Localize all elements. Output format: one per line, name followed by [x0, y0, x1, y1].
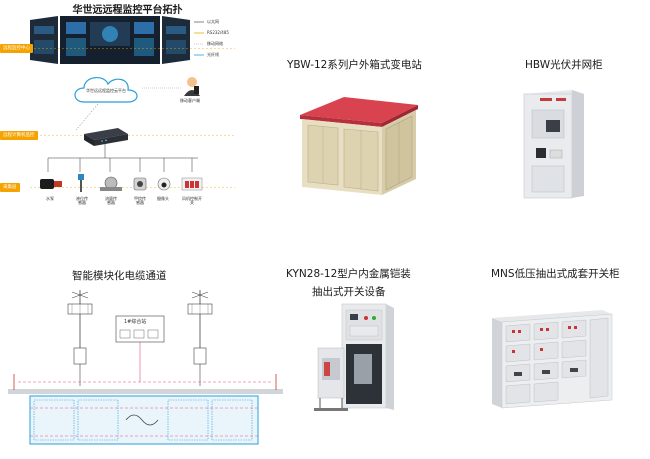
legend-mobile: 移动网络: [207, 41, 223, 46]
caption-cable: 智能模块化电缆通道: [72, 270, 167, 282]
layer-lines: [30, 48, 235, 188]
ybw-substation-image: [300, 97, 418, 195]
device-label-methane: 甲烷传感器: [134, 196, 146, 205]
cloud-to-mobile-link: [142, 87, 182, 89]
kyn-switchgear-image: [314, 303, 394, 411]
station-box-label: 1#综合站: [124, 319, 147, 325]
cloud-label: 华世远远程监控云平台: [86, 88, 126, 93]
mns-switchgear-image: [492, 310, 613, 409]
caption-ybw: YBW-12系列户外箱式变电站: [287, 59, 422, 71]
camera-icon: [157, 177, 171, 191]
topology-title: 华世远远程监控平台拓扑: [72, 5, 183, 16]
layer-tag-remote: 远程计算机监控: [0, 131, 38, 140]
caption-kyn-line2: 抽出式开关设备: [312, 286, 386, 298]
legend-rs485: RS232/485: [207, 30, 229, 35]
legend-fiber: 光纤线: [207, 52, 219, 57]
hbw-cabinet-image: [523, 90, 584, 199]
device-label-pump: 水泵: [46, 196, 54, 201]
device-label-level: 液位传感器: [76, 196, 88, 205]
layer-tag-acq: 采集层: [0, 183, 20, 192]
flow-sensor-icon: [100, 176, 122, 191]
device-label-flow: 流量传感器: [105, 196, 117, 205]
level-sensor-icon: [78, 174, 84, 192]
monitor-wall: [30, 16, 190, 64]
caption-mns: MNS低压抽出式成套开关柜: [491, 268, 620, 280]
mobile-client-icon: [184, 77, 200, 96]
device-label-camera: 摄像头: [157, 196, 169, 201]
device-label-fan: 风机控制开关: [182, 196, 202, 205]
caption-hbw: HBW光伏并网柜: [525, 59, 603, 71]
mobile-client-label: 移动客户端: [180, 98, 200, 103]
pump-icon: [40, 179, 62, 189]
legend-ethernet: 以太网: [207, 19, 219, 24]
cable-channel-diagram: [8, 290, 283, 445]
cloud-icon: [74, 77, 138, 103]
gateway-device-icon: [84, 128, 128, 146]
gateway-tree-lines: [47, 144, 198, 172]
methane-sensor-icon: [133, 177, 147, 191]
fan-switch-icon: [181, 177, 203, 191]
cloud-to-gateway-link: [75, 103, 99, 131]
layer-tag-center: 远程监控中心: [0, 44, 33, 53]
caption-kyn-line1: KYN28-12型户内金属铠装: [286, 268, 411, 280]
